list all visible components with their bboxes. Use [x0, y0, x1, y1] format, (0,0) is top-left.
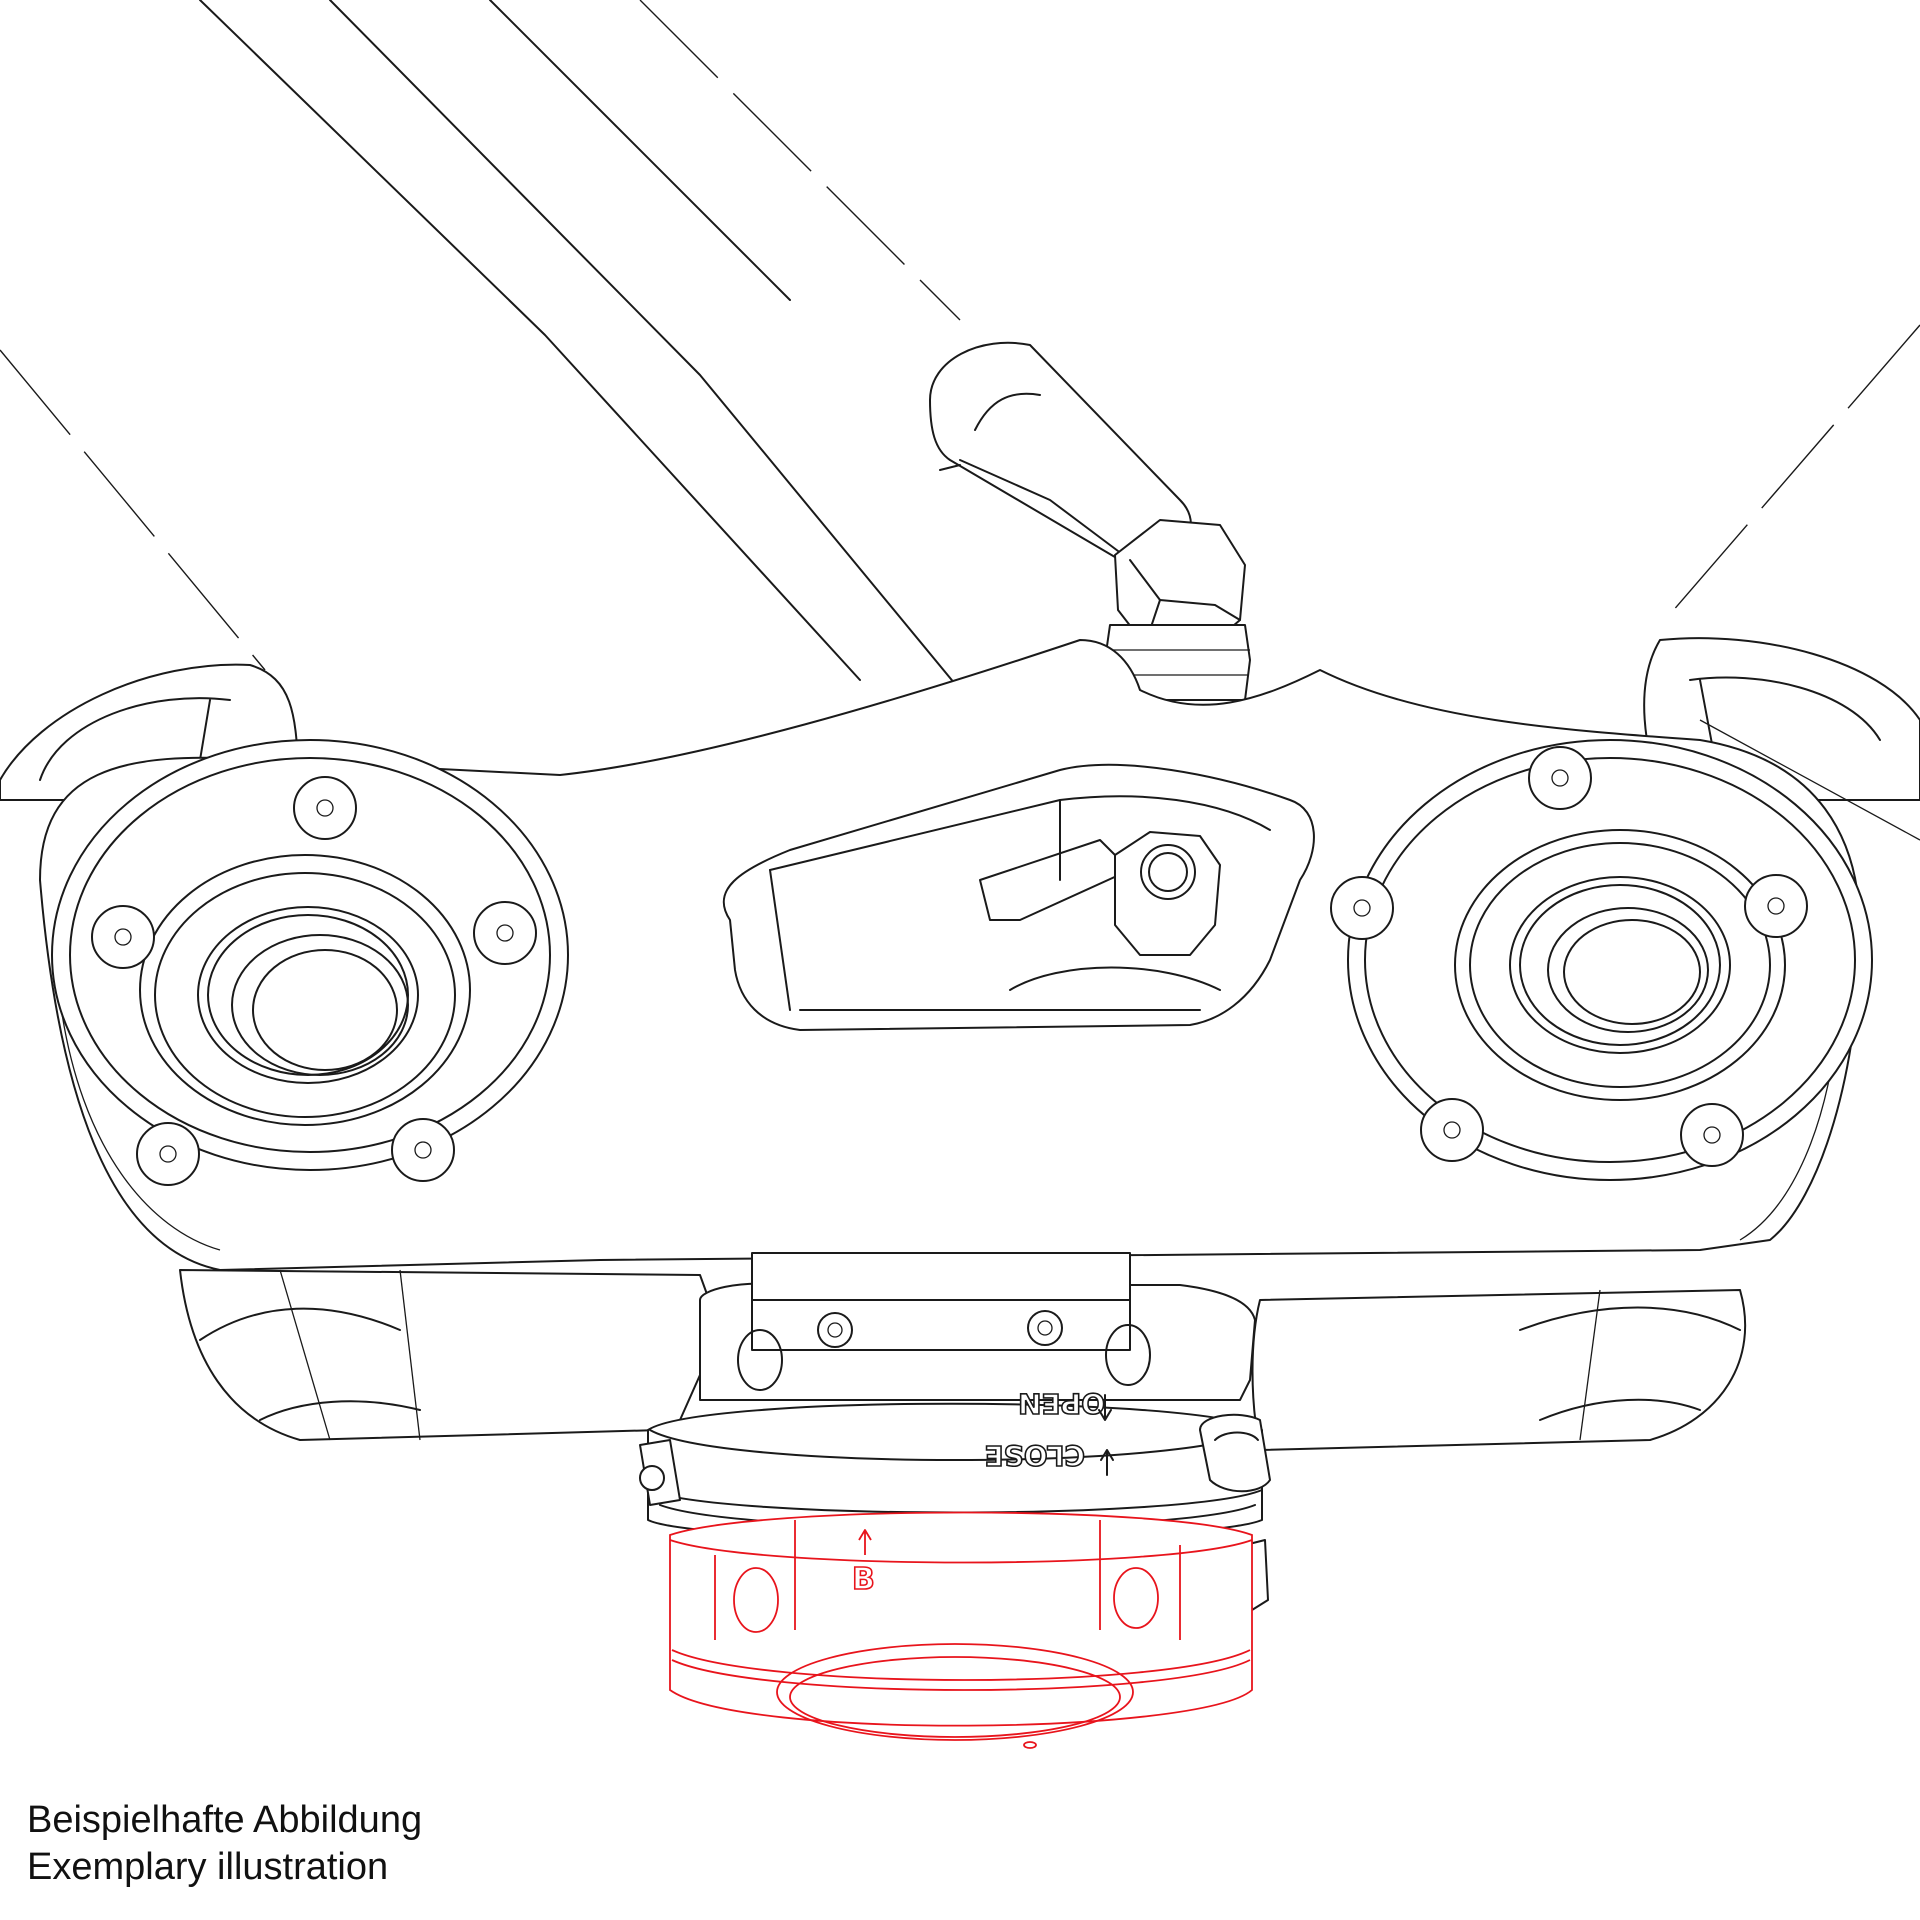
open-arrow-icon — [1098, 1394, 1112, 1421]
rail-lines — [0, 0, 1920, 691]
left-bolts — [91, 776, 537, 1186]
center-slot — [722, 763, 1315, 1031]
marker-label: B — [852, 1562, 875, 1597]
marker-arrow-icon — [858, 1529, 872, 1555]
clamp-block — [699, 1252, 1256, 1401]
caption-german: Beispielhafte Abbildung — [27, 1799, 423, 1841]
open-label: OPEN — [1018, 1387, 1105, 1420]
locking-collar: OPEN CLOSE — [639, 1386, 1271, 1611]
left-flange — [51, 739, 569, 1186]
right-flange — [1330, 739, 1873, 1181]
lever-handle[interactable] — [929, 341, 1192, 561]
locking-ring[interactable]: B — [669, 1511, 1253, 1749]
lower-base — [179, 1269, 1747, 1451]
right-bolts — [1330, 746, 1808, 1167]
close-arrow-icon — [1100, 1449, 1114, 1476]
close-label: CLOSE — [985, 1439, 1086, 1472]
caption-english: Exemplary illustration — [27, 1846, 389, 1888]
caption: Beispielhafte Abbildung Exemplary illust… — [27, 1797, 422, 1891]
